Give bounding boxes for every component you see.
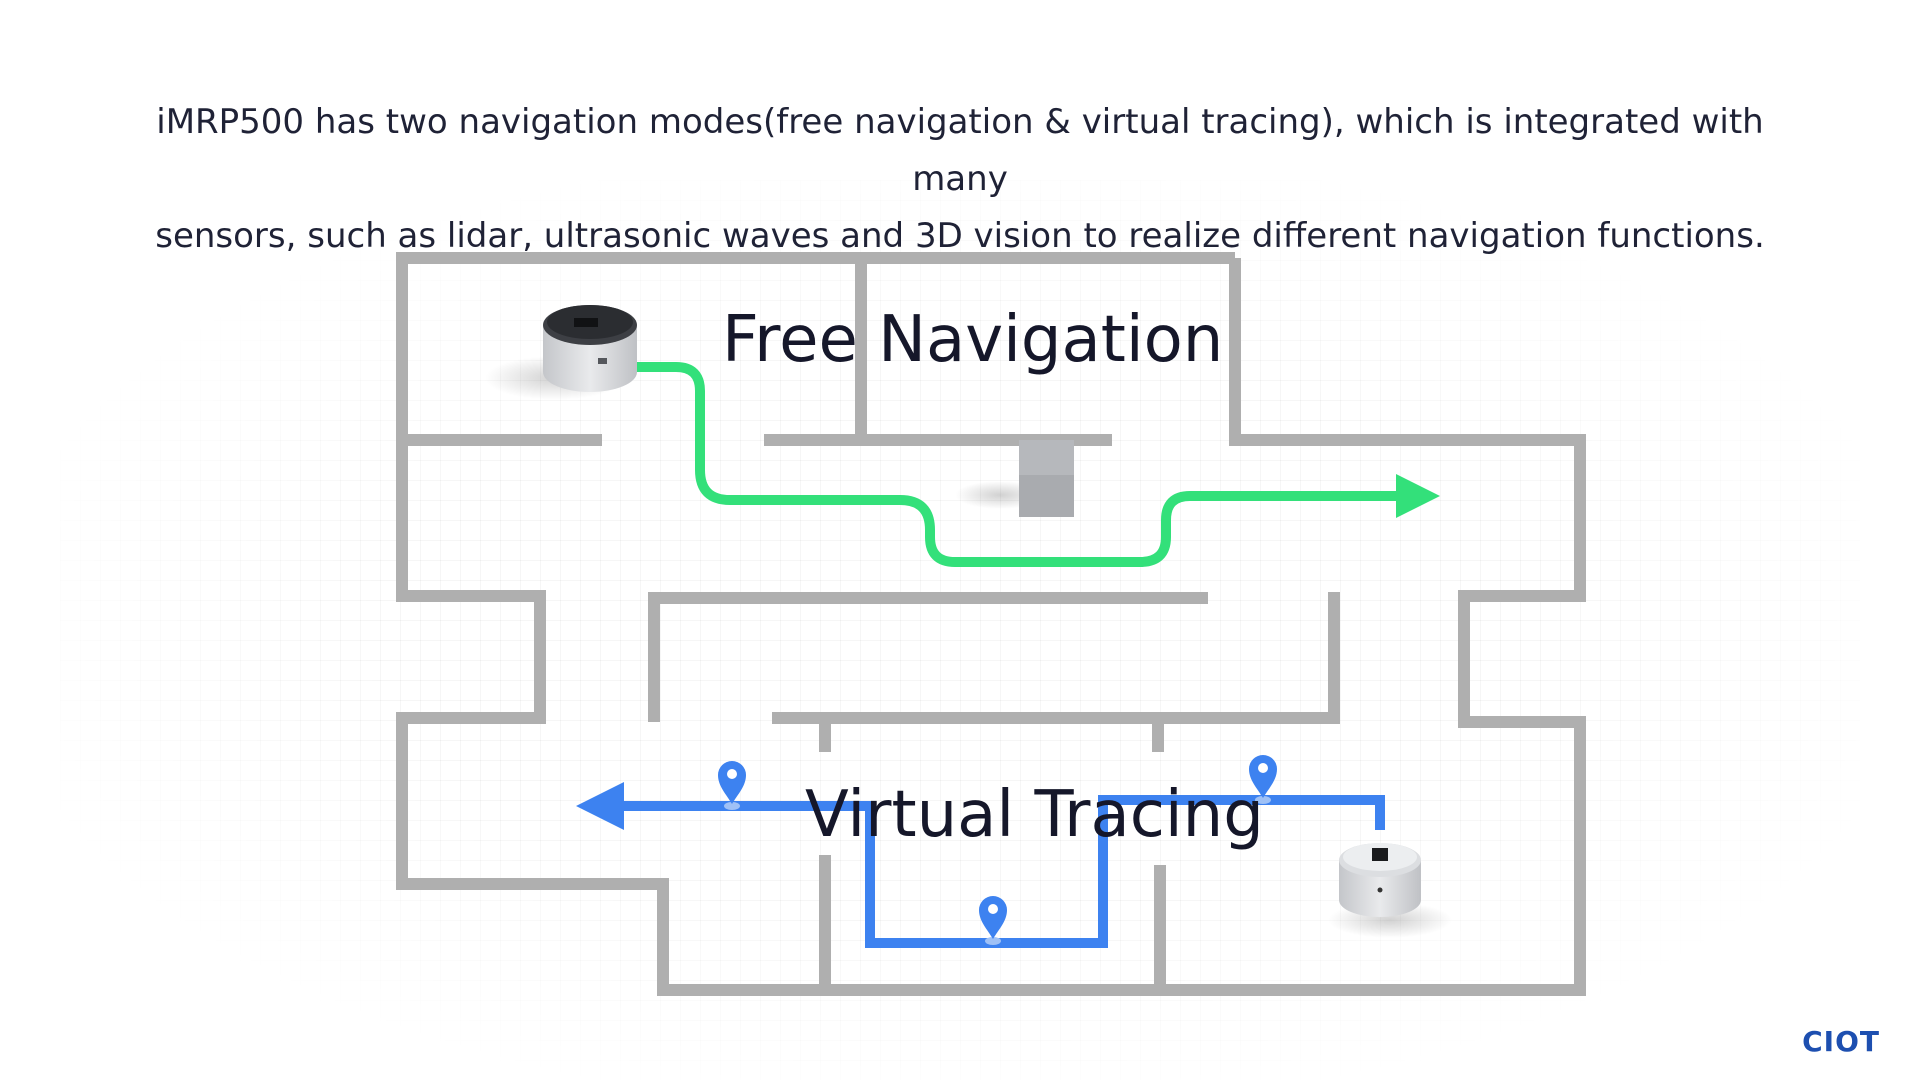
map-pin-icon xyxy=(1249,755,1277,804)
virtual-tracing-label: Virtual Tracing xyxy=(805,778,1264,852)
robot-icon xyxy=(1328,843,1452,938)
wall-outer-left-top xyxy=(396,252,1586,996)
free-navigation-label: Free Navigation xyxy=(722,303,1223,377)
robot-icon xyxy=(485,305,637,400)
description-text: iMRP500 has two navigation modes(free na… xyxy=(110,94,1810,265)
map-pin-icon xyxy=(718,761,746,810)
ciot-logo: CIOT xyxy=(1802,1025,1880,1058)
free-navigation-path xyxy=(631,362,1440,567)
virtual-tracing-path xyxy=(576,782,1385,948)
description-line-1: iMRP500 has two navigation modes(free na… xyxy=(156,102,1764,199)
map-pin-icon xyxy=(979,896,1007,945)
obstacle-box xyxy=(955,440,1074,517)
maze-walls xyxy=(396,252,1586,996)
free-path-arrowhead xyxy=(1396,474,1440,518)
grid-background xyxy=(60,180,1860,1080)
wall-middle-upper xyxy=(648,592,1208,722)
description-line-2: sensors, such as lidar, ultrasonic waves… xyxy=(155,216,1765,256)
virtual-path-arrowhead xyxy=(576,782,624,830)
